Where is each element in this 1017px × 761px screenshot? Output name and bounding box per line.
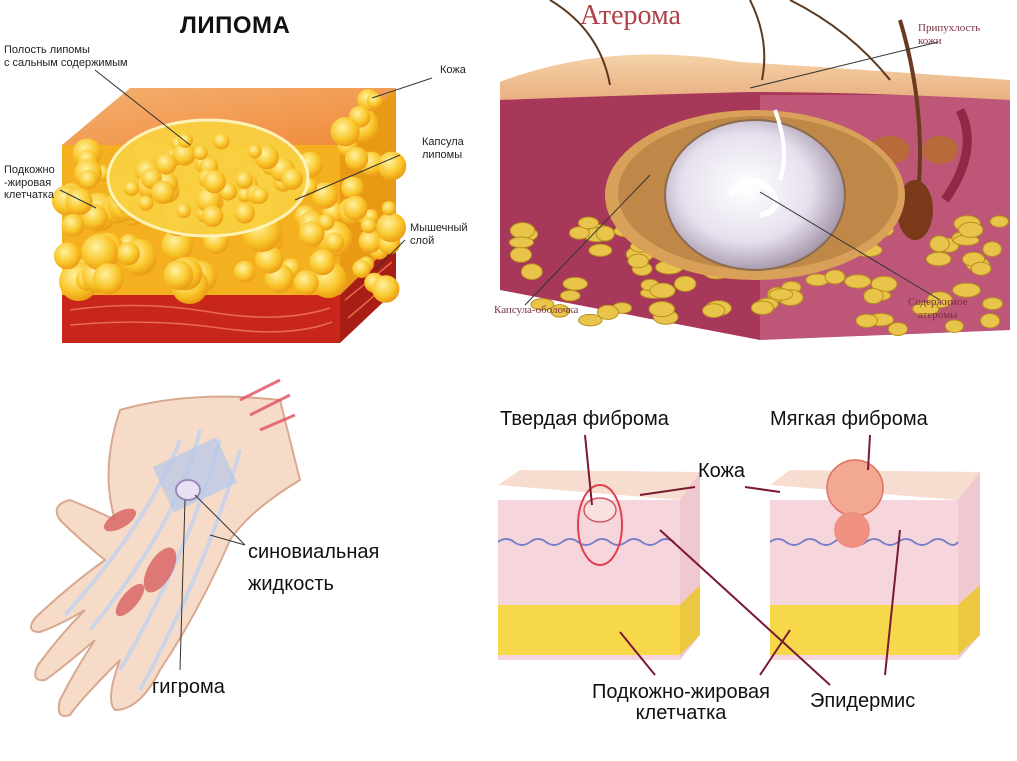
hard-fibroma-label: Твердая фиброма <box>500 408 669 430</box>
atheroma-contents <box>664 119 846 271</box>
hygroma-cyst <box>175 479 201 501</box>
lipoma-muscle-side <box>340 240 396 343</box>
atheroma-capsule-label: Капсула-оболочка <box>494 304 579 316</box>
lipoma-illustration <box>51 69 433 343</box>
atheroma-illustration <box>500 0 1010 340</box>
lipoma-panel: ЛИПОМА Полость липомы с сальным содержим… <box>0 0 480 370</box>
fibroma-subcutaneous-label: Подкожно-жировая клетчатка <box>592 681 770 724</box>
hygroma-panel: синовиальная жидкость гигрома <box>0 370 480 761</box>
lipoma-cavity-label: Полость липомы с сальным содержимым <box>4 44 128 69</box>
hard-fibroma-block <box>497 470 700 660</box>
hygroma-illustration <box>30 378 302 717</box>
lipoma-muscle-front <box>62 295 340 343</box>
lipoma-skin-top <box>62 88 396 145</box>
hygroma-fluid-label: синовиальная жидкость <box>248 541 380 595</box>
soft-fibroma-block <box>769 459 980 660</box>
epidermis-label: Эпидермис <box>810 690 916 712</box>
lipoma-skin-label: Кожа <box>440 64 466 76</box>
wrist-retinaculum <box>152 437 238 513</box>
soft-fibroma-label: Мягкая фиброма <box>770 408 928 430</box>
atheroma-swelling-label: Припухлость кожи <box>918 22 981 47</box>
hygroma-label: гигрома <box>152 676 225 698</box>
lipoma-subcutaneous-label: Подкожно -жировая клетчатка <box>4 164 55 202</box>
atheroma-panel: Атерома Припухлость кожи Капсула-оболочк… <box>490 0 1017 350</box>
lipoma-capsule-label: Капсула липомы <box>422 136 464 161</box>
atheroma-skin-swelling <box>500 54 1010 100</box>
lipoma-muscle-label: Мышечный слой <box>410 222 468 247</box>
atheroma-contents-label: Содержимое атеромы <box>908 296 968 321</box>
lipoma-title: ЛИПОМА <box>180 12 291 39</box>
soft-fibroma-nodule <box>826 459 884 517</box>
fibroma-skin-label: Кожа <box>698 460 746 482</box>
fibroma-panel: Твердая фиброма Мягкая фиброма Кожа Подк… <box>480 370 1017 761</box>
atheroma-title: Атерома <box>580 0 681 31</box>
atheroma-fat-layer <box>508 215 1009 336</box>
fibroma-illustration <box>497 434 980 686</box>
